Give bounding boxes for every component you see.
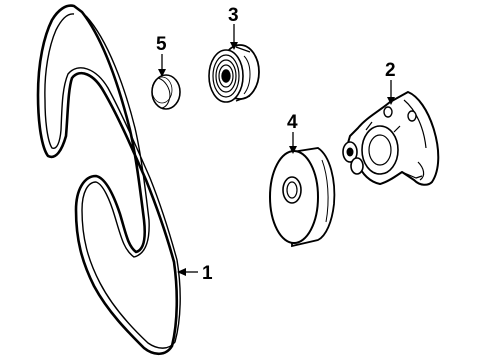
callout-1: 1 — [202, 263, 213, 284]
belt-inner-edge — [44, 13, 181, 349]
callout-4: 4 — [287, 112, 298, 133]
belt-tensioner — [342, 91, 440, 186]
callout-3: 3 — [228, 5, 239, 26]
callout-2: 2 — [385, 60, 396, 81]
serpentine-belt — [36, 4, 181, 356]
grooved-idler-pulley — [208, 44, 260, 103]
pulley-dust-cap — [151, 74, 181, 110]
callout-5: 5 — [156, 34, 167, 55]
leader-arrowheads — [158, 42, 395, 276]
smooth-idler-pulley — [269, 147, 336, 248]
belt-outer-edge — [36, 4, 179, 356]
